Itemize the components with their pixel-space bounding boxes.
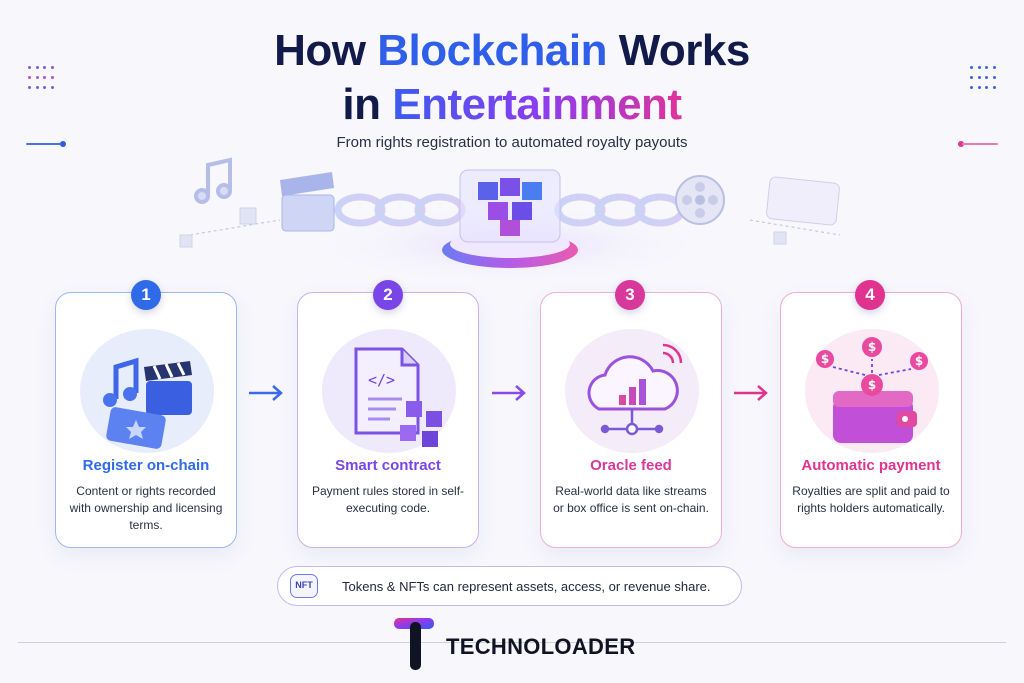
film-reel-icon [675,175,725,225]
cloud-icon [587,355,679,411]
step-title: Oracle feed [590,457,672,474]
divider-line [962,143,998,145]
svg-text:$: $ [868,340,876,354]
title-highlight-entertainment: Entertainment [392,80,682,129]
smart-contract-illustration: </> [322,329,456,453]
step-number-badge: 1 [131,280,161,310]
title-line-1: How Blockchain Works [0,24,1024,78]
arrow-right-icon [492,385,526,401]
title-line-2: in Entertainment [0,78,1024,132]
divider-line [26,143,62,145]
step-title: Smart contract [335,457,441,474]
step-number-badge: 3 [615,280,645,310]
music-note-icon [103,357,139,407]
step-card-smart-contract: </> Smart contract Payment rules stored … [297,292,479,548]
step-title: Automatic payment [801,457,941,474]
title-text: in [342,80,393,129]
nft-note-text: Tokens & NFTs can represent assets, acce… [342,579,711,594]
clapperboard-icon [280,172,335,232]
bar-chart-icon [619,379,646,405]
title-text: Works [606,26,751,75]
wallet-icon [833,391,917,443]
blocks-icon [400,401,442,447]
svg-text:$: $ [868,378,876,392]
dot-grid-decoration [28,66,54,92]
ticket-icon [766,176,840,226]
page-title: How Blockchain Works in Entertainment [0,24,1024,132]
block-cube-icon [459,169,561,243]
clapperboard-icon [144,361,192,415]
arrow-right-icon [734,385,768,401]
svg-text:</>: </> [368,371,395,389]
arrow-right-icon [249,385,283,401]
divider-dot [60,141,66,147]
step-card-payment: $ $ $ $ Automatic payment Royalties are … [780,292,962,548]
step-description: Real-world data like streams or box offi… [553,484,709,515]
step-number-badge: 4 [855,280,885,310]
step-card-register: Register on-chain Content or rights reco… [55,292,237,548]
technoloader-logo-icon [394,618,434,670]
nft-icon: NFT [290,574,318,598]
blockchain-hero-illustration [179,157,841,285]
register-illustration [80,329,214,453]
music-note-icon [194,157,232,204]
step-description: Payment rules stored in self-executing c… [311,484,465,515]
divider-dot [958,141,964,147]
oracle-illustration [565,329,699,453]
brand-name: TECHNOLOADER [446,634,636,659]
svg-text:$: $ [915,354,923,368]
footer-divider [18,642,1006,643]
coin-icon: $ $ $ $ [816,337,928,396]
step-description: Content or rights recorded with ownershi… [69,484,223,532]
title-text: How [274,26,378,75]
svg-text:$: $ [821,352,829,366]
title-highlight-blockchain: Blockchain [377,26,607,75]
subtitle: From rights registration to automated ro… [336,134,688,151]
network-node-icon [600,409,664,436]
code-document-icon: </> [354,347,420,435]
step-description: Royalties are split and paid to rights h… [792,484,950,515]
payment-illustration: $ $ $ $ [805,329,939,453]
step-card-oracle: Oracle feed Real-world data like streams… [540,292,722,548]
step-number-badge: 2 [373,280,403,310]
signal-icon [662,343,683,364]
nft-note: NFT Tokens & NFTs can represent assets, … [277,566,742,606]
step-title: Register on-chain [82,457,210,474]
ticket-icon [106,407,166,449]
dot-grid-decoration [970,66,996,92]
